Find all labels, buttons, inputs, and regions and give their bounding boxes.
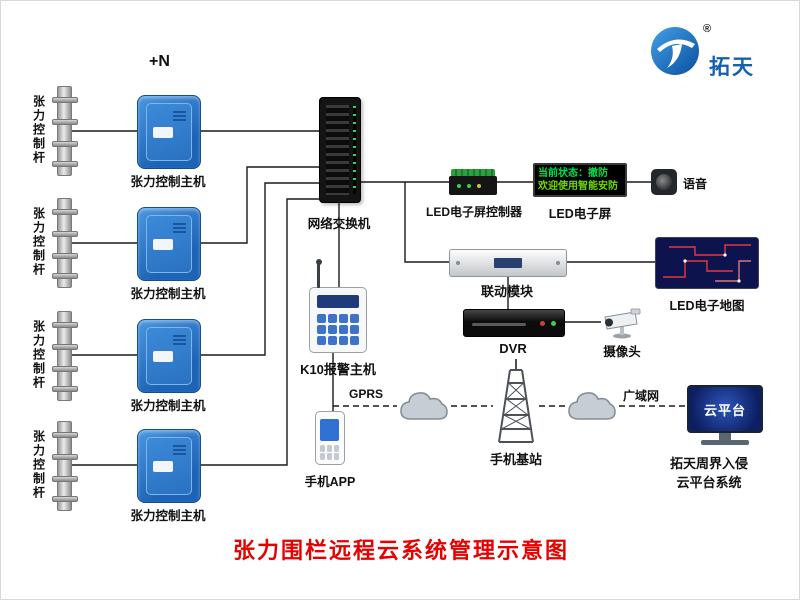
phone-app-label: 手机APP <box>304 475 356 489</box>
speaker-icon <box>651 169 677 195</box>
led-display-screen: 当前状态：撤防 欢迎使用智能安防 <box>533 163 627 197</box>
k10-screen <box>317 295 359 308</box>
dvr-leds <box>551 321 556 326</box>
led-map-label: LED电子地图 <box>669 299 745 313</box>
brand-name: 拓天 <box>709 56 755 79</box>
mobile-phone <box>315 411 345 465</box>
dvr-slot <box>472 323 526 326</box>
host-label: 张力控制主机 <box>130 509 206 523</box>
phone-keys <box>320 445 339 460</box>
camera-label: 摄像头 <box>603 345 641 359</box>
monitor-neck <box>719 433 731 440</box>
cloud-platform-monitor: 云平台 <box>687 385 763 433</box>
controller-leds <box>457 184 461 188</box>
speaker-cone <box>656 174 672 190</box>
pole-label: 张力控制杆 <box>31 430 46 500</box>
k10-label: K10报警主机 <box>300 362 376 377</box>
host-sticker <box>153 461 173 472</box>
k10-keypad <box>317 314 359 345</box>
host-sticker <box>153 351 173 362</box>
tension-pole <box>52 86 78 176</box>
switch-label: 网络交换机 <box>307 217 371 231</box>
host-sticker <box>153 239 173 250</box>
led-screen-line2: 欢迎使用智能安防 <box>538 181 618 192</box>
host-vents <box>173 223 186 225</box>
base-station-label: 手机基站 <box>489 452 542 467</box>
host-label: 张力控制主机 <box>130 399 206 413</box>
tension-pole <box>52 311 78 401</box>
platform-caption-line1: 拓天周界入侵 <box>669 456 748 471</box>
linkage-screws <box>456 261 460 265</box>
platform-caption-line2: 云平台系统 <box>676 475 742 490</box>
host-sticker <box>153 127 173 138</box>
brand-logo: ® 拓天 <box>647 23 779 85</box>
monitor-base <box>701 440 749 445</box>
network-switch <box>319 97 361 203</box>
camera-icon <box>604 308 641 339</box>
led-electronic-map <box>655 237 759 289</box>
network-cloud-icon <box>400 392 448 420</box>
linkage-module <box>449 249 567 277</box>
diagram-title: 张力围栏远程云系统管理示意图 <box>232 538 569 563</box>
pole-label: 张力控制杆 <box>31 207 46 277</box>
registered-mark: ® <box>703 23 712 35</box>
controller-terminals <box>451 169 495 176</box>
led-screen-label: LED电子屏 <box>548 207 612 221</box>
host-vents <box>173 445 186 447</box>
pole-label: 张力控制杆 <box>31 320 46 390</box>
switch-ports <box>326 105 349 195</box>
pole-label: 张力控制杆 <box>31 95 46 165</box>
host-label: 张力控制主机 <box>130 175 206 189</box>
switch-leds <box>353 106 356 194</box>
phone-screen <box>320 419 339 441</box>
host-label: 张力控制主机 <box>130 287 206 301</box>
led-screen-line1: 当前状态：撤防 <box>538 168 608 179</box>
monitor-screen-text: 云平台 <box>703 402 746 418</box>
dvr-label: DVR <box>499 341 527 356</box>
linkage-tag <box>494 258 522 268</box>
tension-host-device <box>137 429 201 503</box>
audio-label: 语音 <box>683 177 708 191</box>
plus-n-label: +N <box>149 53 170 70</box>
gprs-label: GPRS <box>349 387 384 401</box>
linkage-label: 联动模块 <box>480 284 533 299</box>
logo-icon <box>651 27 699 75</box>
k10-alarm-host <box>309 259 367 353</box>
tension-host-device <box>137 319 201 393</box>
host-vents <box>173 335 186 337</box>
tension-host-device <box>137 207 201 281</box>
wan-label: 广域网 <box>623 389 660 403</box>
network-cloud-icon <box>568 392 616 420</box>
tension-pole <box>52 421 78 511</box>
led-screen-controller <box>449 169 497 195</box>
tension-pole <box>52 198 78 288</box>
host-vents <box>173 111 186 113</box>
tension-host-device <box>137 95 201 169</box>
dvr-device <box>463 309 565 337</box>
led-controller-label: LED电子屏控制器 <box>425 205 522 219</box>
cell-tower-icon <box>498 359 534 443</box>
antenna-icon <box>315 259 322 288</box>
